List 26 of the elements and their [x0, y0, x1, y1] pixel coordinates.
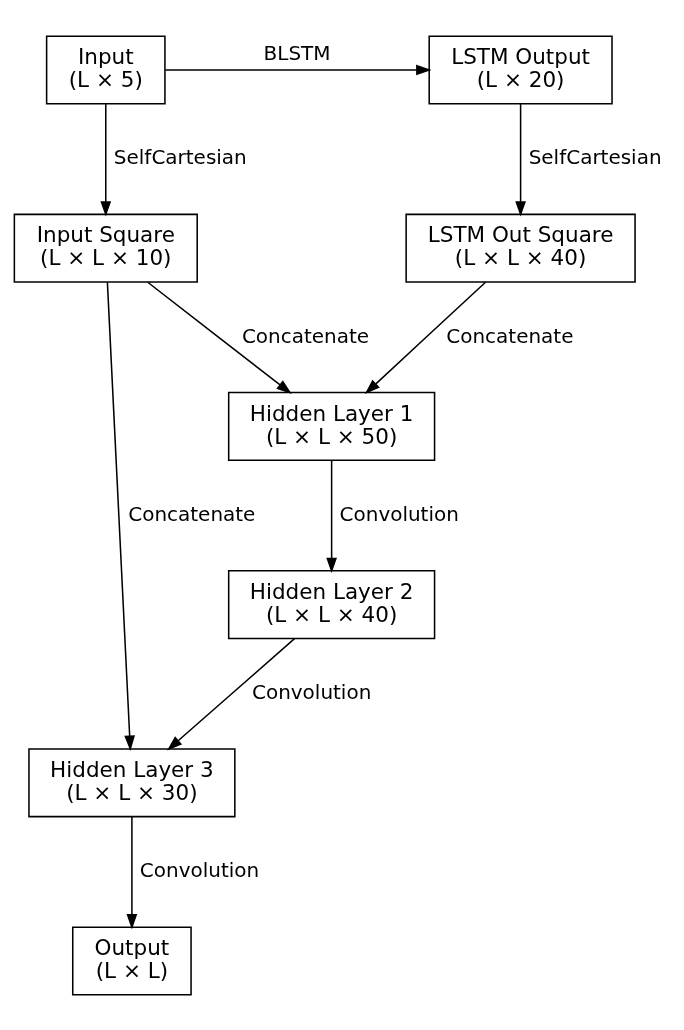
- arrow: [326, 459, 337, 573]
- node-box: Hidden Layer 3 (L × L × 30): [28, 747, 236, 817]
- arrow: [167, 637, 296, 750]
- arrow: [364, 280, 487, 394]
- node-box: Input Square (L × L × 10): [13, 213, 198, 283]
- edge-label: SelfCartesian: [113, 144, 247, 169]
- edge-label: SelfCartesian: [528, 144, 662, 169]
- edge-label: Concatenate: [241, 323, 370, 347]
- node-box: LSTM Out Square (L × L × 40): [405, 213, 636, 283]
- node-box: Hidden Layer 2 (L × L × 40): [227, 569, 436, 639]
- arrow: [126, 815, 138, 929]
- edge-label: Convolution: [252, 679, 372, 704]
- edge-label: Convolution: [339, 501, 459, 526]
- edge-label: Convolution: [139, 857, 260, 882]
- arrow: [100, 102, 112, 217]
- node-box: LSTM Output (L × 20): [428, 34, 613, 104]
- edge-label: Concatenate: [446, 323, 574, 347]
- edge-label: BLSTM: [263, 40, 331, 65]
- arrow: [515, 102, 526, 217]
- node-box: Hidden Layer 1 (L × L × 50): [227, 391, 436, 461]
- node-box: Input (L × 5): [45, 34, 166, 104]
- arrow: [164, 64, 432, 75]
- node-box: Output (L × L): [72, 926, 192, 996]
- arrow: [106, 280, 136, 751]
- edge-label: Concatenate: [128, 501, 256, 526]
- arrow: [146, 280, 292, 394]
